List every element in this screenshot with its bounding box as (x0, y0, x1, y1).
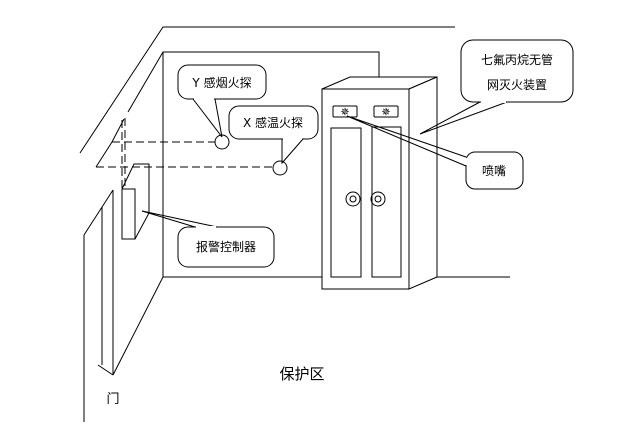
svg-text:Y 感烟火探: Y 感烟火探 (191, 75, 251, 90)
handle-icon (345, 191, 361, 207)
door-label: 门 (106, 392, 119, 407)
svg-text:七氟丙烷无管: 七氟丙烷无管 (481, 52, 553, 67)
heat-detector (272, 160, 288, 176)
handle-icon (370, 191, 386, 207)
callout-smoke-detector: Y 感烟火探 (177, 64, 267, 138)
svg-text:网灭火装置: 网灭火装置 (487, 78, 547, 92)
detection-plane (95, 118, 273, 189)
nozzle-box-right (373, 105, 399, 118)
alarm-controller-box (121, 163, 150, 240)
protected-area-label: 保护区 (279, 365, 324, 383)
suppression-cabinet: ✵ ✵ (321, 76, 438, 290)
nozzle-box-left (332, 105, 358, 118)
callout-nozzle: 喷嘴 (346, 115, 524, 190)
cabinet-door-left (330, 127, 362, 278)
door (83, 189, 114, 422)
svg-text:X 感温火探: X 感温火探 (243, 115, 303, 130)
nozzle-icon: ✵ (381, 106, 390, 119)
room-walls (79, 26, 510, 376)
callout-suppression-device: 七氟丙烷无管 网灭火装置 (419, 39, 574, 135)
svg-text:报警控制器: 报警控制器 (196, 239, 256, 254)
callout-heat-detector: X 感温火探 (228, 105, 319, 165)
svg-text:喷嘴: 喷嘴 (482, 164, 506, 178)
nozzle-icon: ✵ (340, 106, 349, 119)
callout-alarm-controller: 报警控制器 (141, 210, 275, 268)
